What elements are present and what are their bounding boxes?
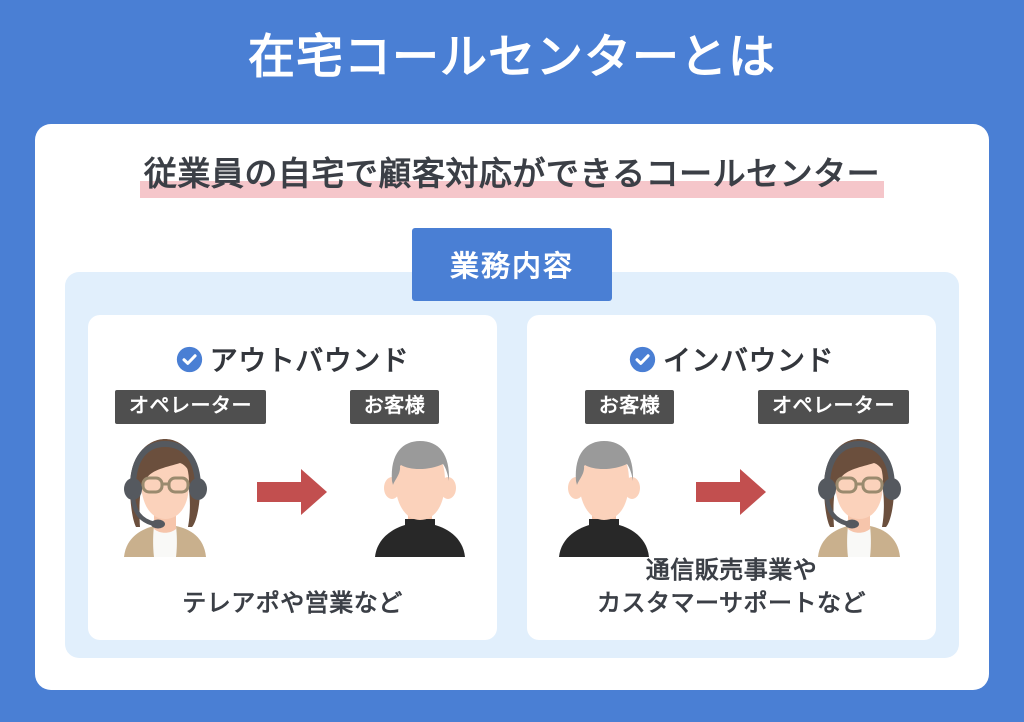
figure-slot-right: [345, 427, 495, 557]
card-inbound-title: インバウンド: [662, 345, 834, 376]
check-circle-icon: [176, 346, 202, 372]
card-outbound-figures: [88, 427, 497, 557]
card-inbound-heading: インバウンド: [527, 339, 936, 379]
pink-highlight-bar: [139, 180, 885, 198]
card-outbound-roles: オペレーター お客様: [88, 390, 497, 424]
right-arrow-icon: [256, 469, 327, 515]
arrow-slot: [240, 427, 345, 557]
card-outbound: アウトバウンド オペレーター お客様: [88, 315, 497, 640]
operator-headset-woman-avatar: [818, 439, 901, 557]
page-title: 在宅コールセンターとは: [248, 30, 776, 83]
figure-slot-left: [90, 427, 240, 557]
subtitle-highlighted: 従業員の自宅で顧客対応ができるコールセンター: [139, 154, 885, 198]
card-inbound-roles: お客様 オペレーター: [527, 390, 936, 424]
customer-older-man-avatar: [375, 441, 465, 557]
role-badge-operator: オペレーター: [758, 390, 909, 424]
role-badge-customer: お客様: [584, 390, 675, 424]
subtitle-text: 従業員の自宅で顧客対応ができるコールセンター: [143, 155, 881, 192]
role-slot-left: オペレーター: [89, 390, 293, 424]
card-inbound: インバウンド お客様 オペレーター: [527, 315, 936, 640]
role-slot-left: お客様: [528, 390, 732, 424]
card-outbound-heading: アウトバウンド: [88, 339, 497, 379]
operator-headset-woman-avatar: [124, 439, 207, 557]
check-circle-icon: [629, 346, 656, 372]
caption-line-1: 通信販売事業や: [645, 557, 818, 585]
caption-line-1: テレアポや営業など: [182, 589, 403, 617]
customer-older-man-avatar: [559, 441, 649, 557]
subtitle-container: 従業員の自宅で顧客対応ができるコールセンター: [35, 154, 989, 198]
role-slot-right: お客様: [293, 390, 497, 424]
card-outbound-title: アウトバウンド: [209, 345, 410, 376]
card-inbound-figures: [527, 427, 936, 557]
light-blue-panel: アウトバウンド オペレーター お客様: [65, 272, 959, 658]
role-badge-operator: オペレーター: [115, 390, 266, 424]
cards-row: アウトバウンド オペレーター お客様: [88, 315, 936, 640]
card-outbound-caption: テレアポや営業など: [88, 588, 497, 620]
white-content-panel: 従業員の自宅で顧客対応ができるコールセンター 業務内容 アウトバウンド: [35, 124, 989, 690]
card-inbound-caption: 通信販売事業や カスタマーサポートなど: [527, 555, 936, 620]
arrow-slot: [679, 427, 784, 557]
caption-line-2: カスタマーサポートなど: [596, 589, 867, 617]
role-badge-customer: お客様: [349, 390, 440, 424]
section-badge: 業務内容: [411, 228, 613, 301]
right-arrow-icon: [695, 469, 766, 515]
figure-slot-left: [529, 427, 679, 557]
role-slot-right: オペレーター: [732, 390, 936, 424]
figure-slot-right: [784, 427, 934, 557]
